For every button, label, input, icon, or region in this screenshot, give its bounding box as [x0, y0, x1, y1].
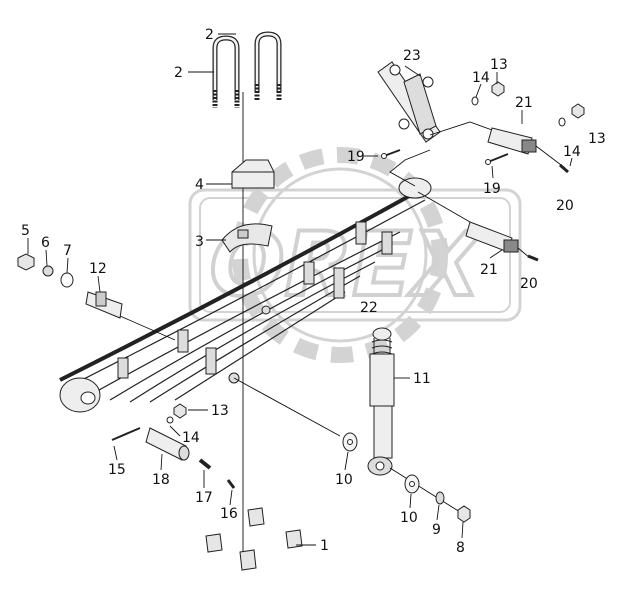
callout-21b: 21 [480, 262, 498, 278]
callout-20b: 20 [520, 276, 538, 292]
leader-lower-pin [417, 191, 471, 223]
callout-12: 12 [89, 261, 107, 277]
spacer-plate-part [221, 223, 273, 253]
callout-22: 22 [360, 300, 378, 316]
callout-17: 17 [195, 490, 213, 506]
upper-nuts-washers [471, 81, 585, 127]
leader-shackle-eye [389, 149, 431, 187]
shackle-part [377, 61, 441, 143]
leader-grease-upper [535, 145, 566, 169]
front-pin-part [17, 253, 123, 319]
callout-23: 23 [403, 48, 421, 64]
shock-washers-nuts [342, 432, 471, 523]
callout-6: 6 [41, 235, 50, 251]
callout-13a: 13 [490, 57, 508, 73]
callout-18: 18 [152, 472, 170, 488]
grease-fittings [527, 163, 569, 262]
shock-absorber-part [367, 327, 395, 476]
shackle-pin-upper-part [487, 127, 537, 155]
callout-15: 15 [108, 462, 126, 478]
rear-bracket-pin-part [111, 403, 236, 489]
callout-2b: 2 [174, 65, 183, 81]
callout-5: 5 [21, 223, 30, 239]
callout-3: 3 [195, 234, 204, 250]
u-bolt-part [212, 31, 282, 108]
leader-shock-bolt [389, 467, 461, 513]
leader-shackle-pin [429, 121, 493, 136]
callout-14b: 14 [563, 144, 581, 160]
callout-19b: 19 [483, 181, 501, 197]
u-bolt-nuts [205, 507, 303, 571]
callout-9: 9 [432, 522, 441, 538]
leaf-spring-part [59, 177, 432, 413]
callout-1: 1 [320, 538, 329, 554]
callout-14c: 14 [182, 430, 200, 446]
top-pad-part [231, 159, 275, 189]
callout-8: 8 [456, 540, 465, 556]
callout-4: 4 [195, 177, 204, 193]
bolt-19-parts [381, 149, 509, 165]
callout-16: 16 [220, 506, 238, 522]
callout-21a: 21 [515, 95, 533, 111]
leader-lines [27, 33, 573, 546]
callout-20a: 20 [556, 198, 574, 214]
callout-7: 7 [63, 243, 72, 259]
callout-2a: 2 [205, 27, 214, 43]
callout-11: 11 [413, 371, 431, 387]
callout-labels: 1 2 2 3 4 5 6 7 8 9 10 10 11 12 13 13 13… [21, 27, 606, 556]
callout-10a: 10 [335, 472, 353, 488]
callout-13c: 13 [211, 403, 229, 419]
leader-shock-lower [233, 377, 341, 437]
callout-19a: 19 [347, 149, 365, 165]
callout-14a: 14 [472, 70, 490, 86]
leader-front-pin [119, 315, 176, 341]
callout-13b: 13 [588, 131, 606, 147]
callout-10b: 10 [400, 510, 418, 526]
shackle-pin-lower-part [465, 221, 519, 253]
